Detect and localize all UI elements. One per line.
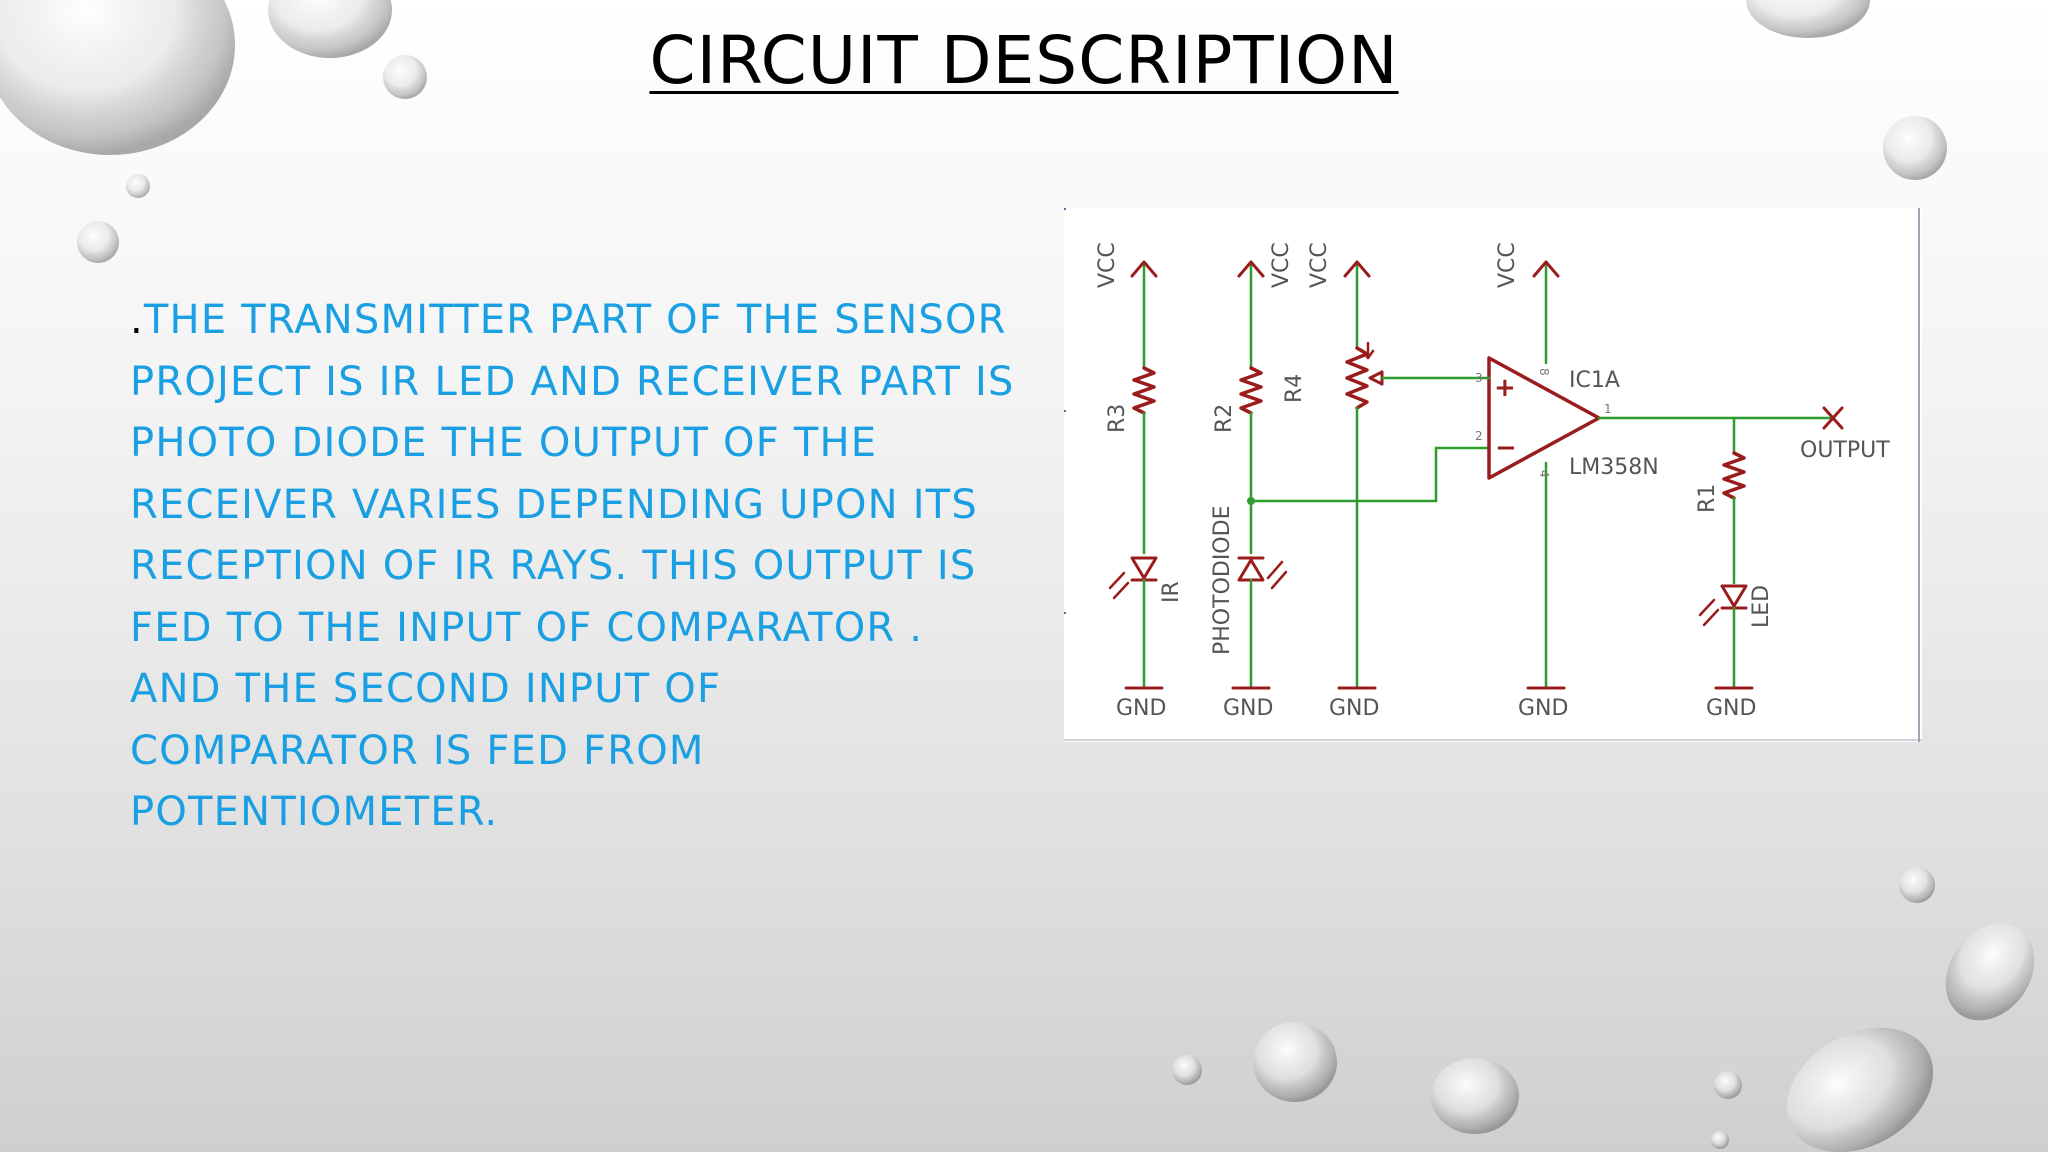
circuit-schematic-svg: VCC VCC VCC VCC R3 R2 R4 R1 IR PHOTODIOD… <box>1064 208 1922 742</box>
paragraph-line: .THE TRANSMITTER PART OF THE SENSOR <box>130 290 1010 352</box>
drop <box>1786 1027 1934 1152</box>
op-amp-triangle <box>1487 356 1601 480</box>
drop <box>1945 923 2035 1021</box>
drop <box>126 174 150 198</box>
drop <box>1899 867 1935 903</box>
description-paragraph: .THE TRANSMITTER PART OF THE SENSOR PROJ… <box>130 290 1015 844</box>
paragraph-line: POTENTIOMETER. <box>130 789 499 835</box>
vcc-label: VCC <box>1495 242 1520 288</box>
r1-resistor <box>1722 451 1746 500</box>
drop <box>383 55 427 99</box>
paragraph-line: PROJECT IS IR LED AND RECEIVER PART IS <box>130 358 1015 405</box>
output-branch <box>1698 406 1844 690</box>
vcc-label: VCC <box>1269 242 1294 288</box>
r1-label: R1 <box>1695 484 1720 513</box>
circuit-schematic: VCC VCC VCC VCC R3 R2 R4 R1 IR PHOTODIOD… <box>1064 208 1922 742</box>
bullet-dot: . <box>130 297 144 343</box>
slide-title-text: CIRCUIT DESCRIPTION <box>649 22 1399 99</box>
pin-3-label: 3 <box>1475 371 1483 385</box>
schematic-frame <box>1064 208 1922 742</box>
drop <box>0 0 235 155</box>
drop <box>1746 0 1870 38</box>
gnd-label: GND <box>1518 696 1568 721</box>
ir-led-symbol <box>1130 556 1158 580</box>
drop <box>268 0 392 58</box>
paragraph-line: RECEPTION OF IR RAYS. THIS OUTPUT IS <box>130 543 977 589</box>
drop <box>1711 1131 1729 1149</box>
drop <box>1883 116 1947 180</box>
photodiode-branch <box>1231 260 1438 690</box>
drop <box>77 221 119 263</box>
gnd-label: GND <box>1329 696 1379 721</box>
ic-part-label: LM358N <box>1569 455 1659 480</box>
drop <box>1431 1058 1519 1134</box>
op-amp-lm358n <box>1434 260 1836 690</box>
paragraph-line: COMPARATOR IS FED FROM <box>130 727 705 774</box>
r4-potentiometer <box>1345 346 1369 410</box>
pin-4-label: 4 <box>1537 470 1551 478</box>
paragraph-line: PHOTO DIODE THE OUTPUT OF THE <box>130 420 878 466</box>
pin-8-label: 8 <box>1537 368 1551 376</box>
ir-label: IR <box>1159 581 1184 603</box>
r4-label: R4 <box>1282 374 1307 403</box>
r3-resistor <box>1132 366 1156 415</box>
output-label: OUTPUT <box>1800 438 1890 463</box>
pin-1-label: 1 <box>1604 402 1612 416</box>
paragraph-line-text: THE TRANSMITTER PART OF THE SENSOR <box>143 297 1007 343</box>
led-label: LED <box>1749 585 1774 628</box>
gnd-label: GND <box>1706 696 1756 721</box>
pin-2-label: 2 <box>1475 429 1483 443</box>
paragraph-line: AND THE SECOND INPUT OF <box>130 666 722 712</box>
paragraph-line: FED TO THE INPUT OF COMPARATOR . <box>130 604 924 651</box>
drop <box>1253 1022 1337 1102</box>
paragraph-line: RECEIVER VARIES DEPENDING UPON ITS <box>130 481 978 528</box>
ic-name-label: IC1A <box>1569 368 1620 393</box>
r2-label: R2 <box>1212 404 1237 433</box>
vcc-label: VCC <box>1095 242 1120 288</box>
potentiometer-branch <box>1337 260 1480 690</box>
slide-title: CIRCUIT DESCRIPTION <box>0 22 2048 99</box>
r2-resistor <box>1239 366 1263 415</box>
plus-input-sign: + <box>1494 373 1516 403</box>
ir-branch <box>1108 260 1164 690</box>
output-led-symbol <box>1720 584 1748 608</box>
r3-label: R3 <box>1105 404 1130 433</box>
drop <box>1172 1055 1202 1085</box>
photodiode-label: PHOTODIODE <box>1210 506 1235 655</box>
photodiode-symbol <box>1237 558 1265 582</box>
minus-input-sign: − <box>1495 433 1517 463</box>
drop <box>1714 1071 1742 1099</box>
vcc-label: VCC <box>1307 242 1332 288</box>
gnd-label: GND <box>1223 696 1273 721</box>
gnd-label: GND <box>1116 696 1166 721</box>
